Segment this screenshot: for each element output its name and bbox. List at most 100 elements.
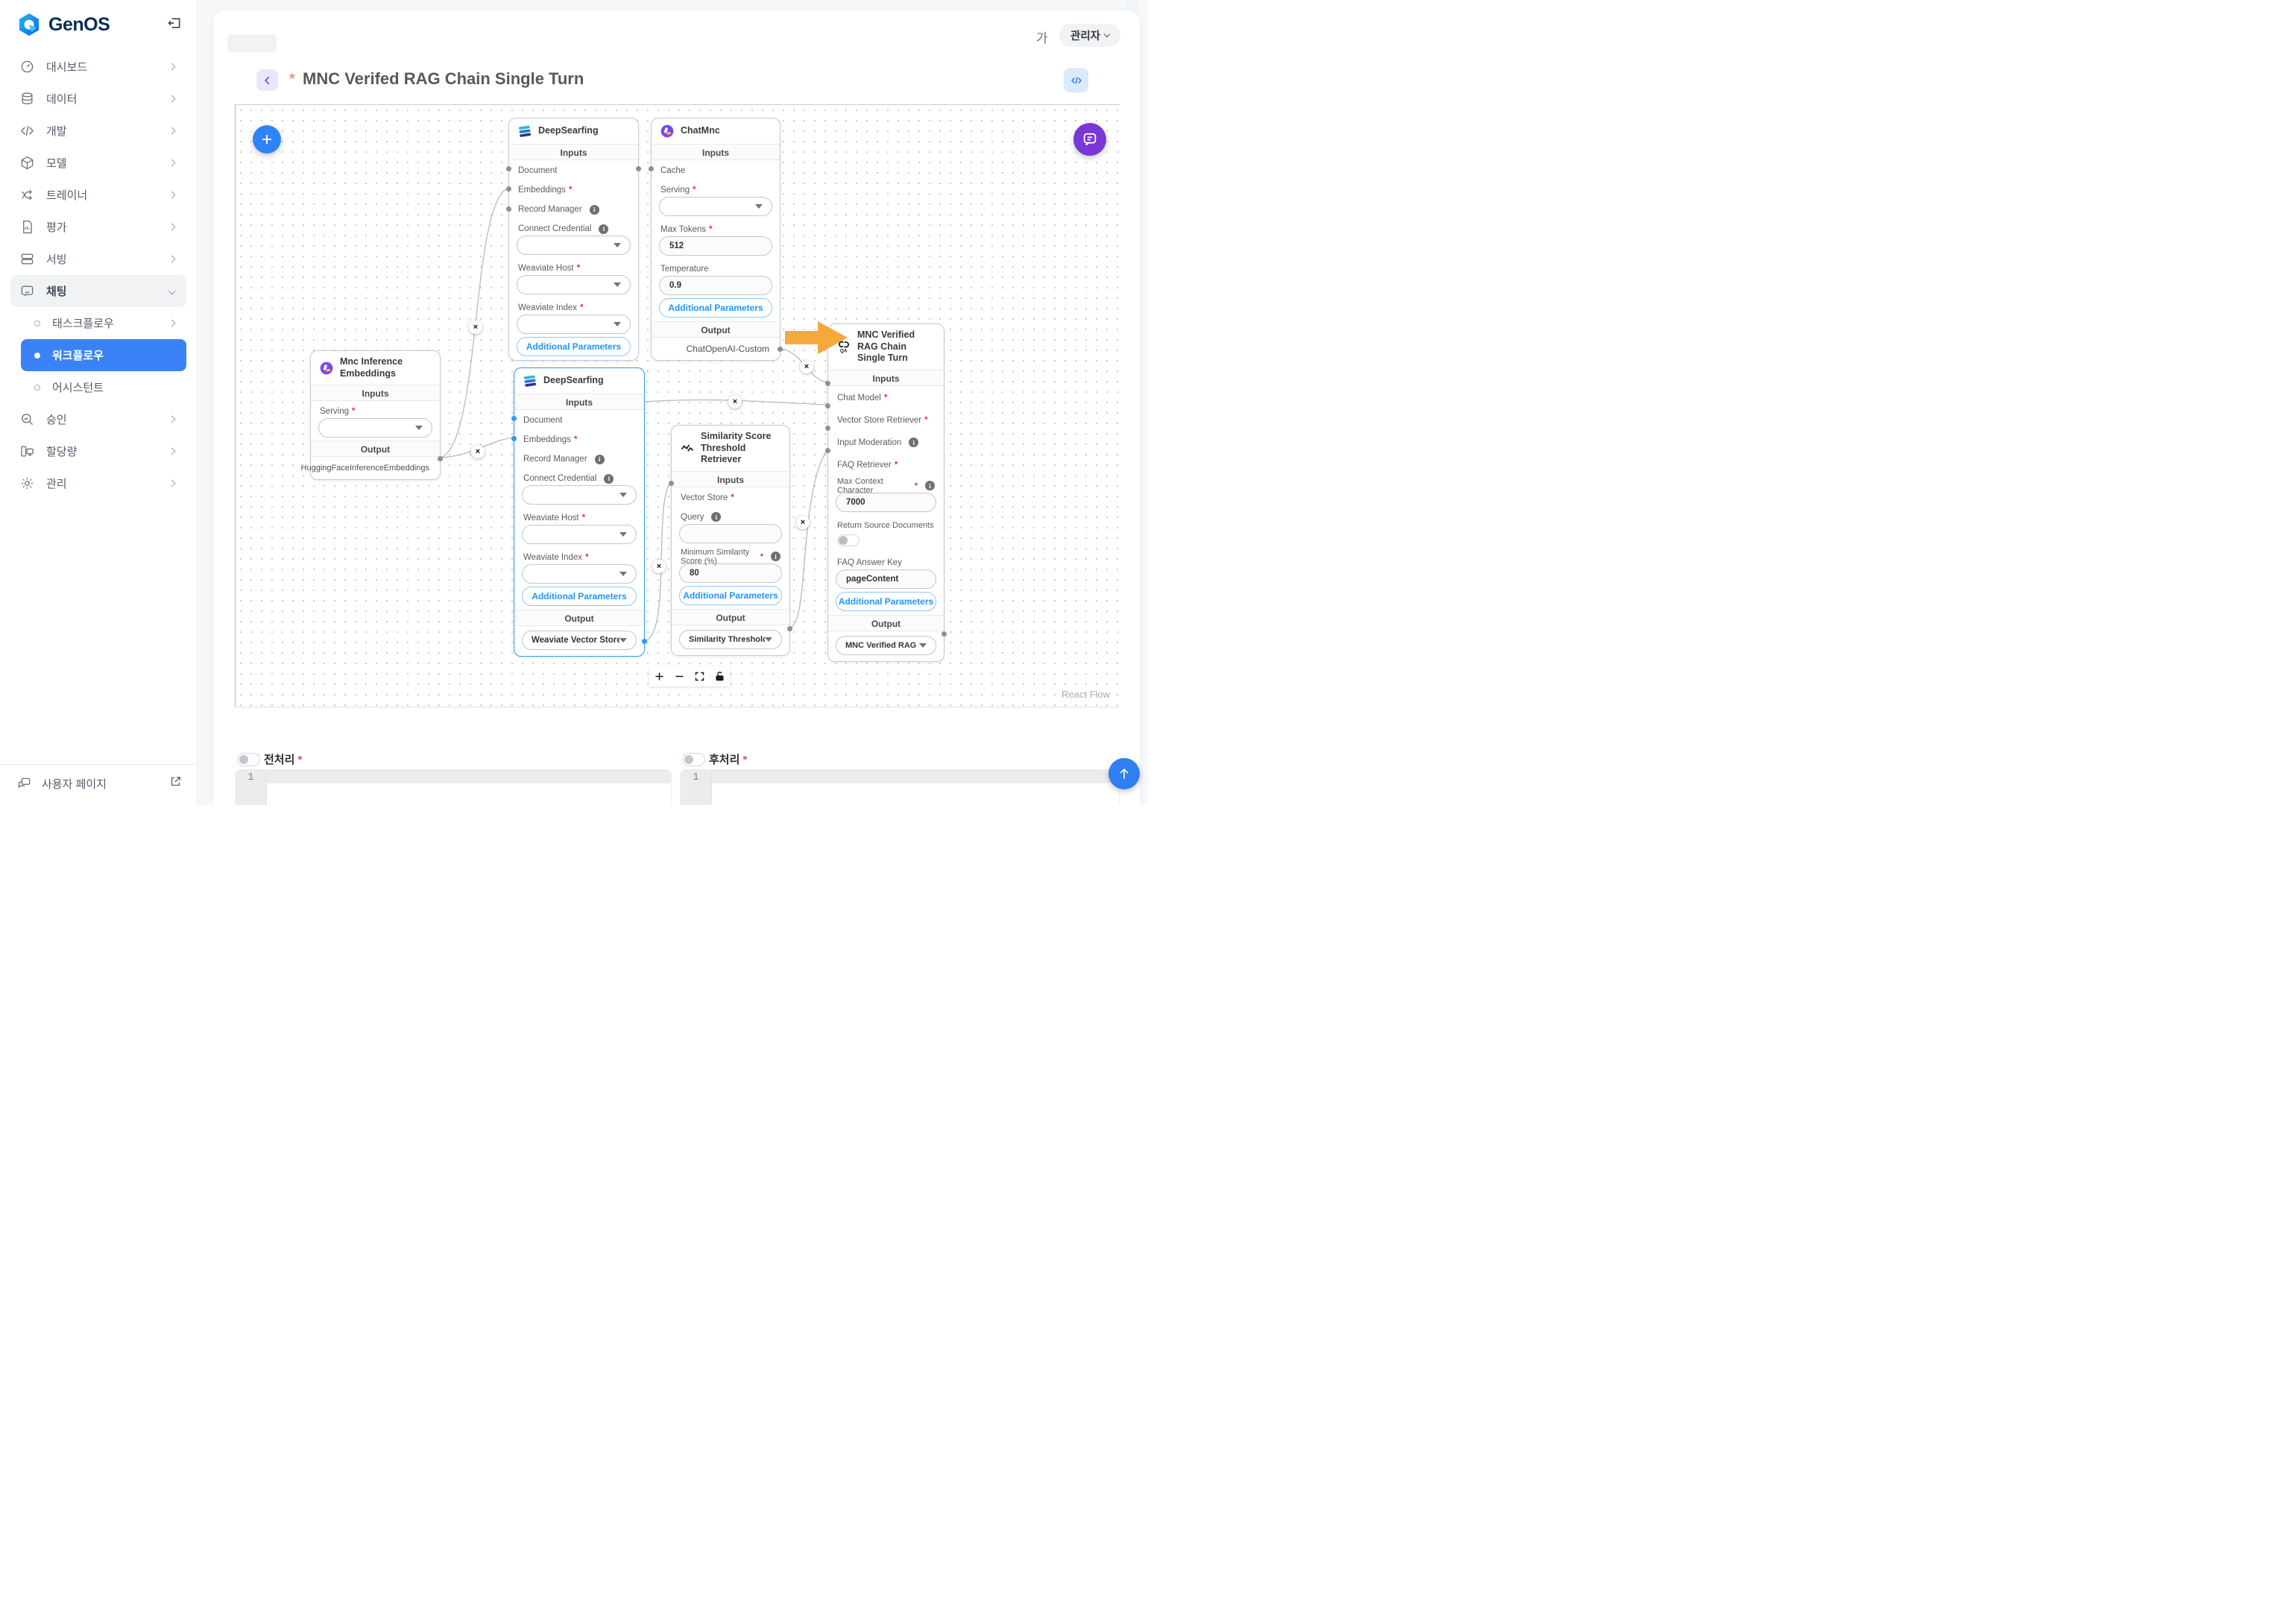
preprocess-toggle[interactable] (237, 753, 260, 766)
sidebar-item-approval[interactable]: 승인 (10, 403, 186, 435)
chevron-down-icon (919, 643, 927, 648)
language-toggle[interactable]: 가 (1036, 31, 1048, 45)
sidebar-item-admin[interactable]: 관리 (10, 467, 186, 499)
output-handle[interactable] (778, 347, 783, 352)
chevron-right-icon (168, 415, 176, 423)
postprocess-code-editor[interactable]: 1 (680, 769, 1120, 805)
bullet-icon (34, 352, 40, 359)
connect-credential-select[interactable] (522, 485, 637, 505)
input-handle[interactable] (825, 403, 830, 408)
preprocess-code-editor[interactable]: 1 (235, 769, 672, 805)
sidebar-item-data[interactable]: 데이터 (10, 83, 186, 115)
lock-button[interactable] (710, 666, 730, 686)
sidebar-item-quota[interactable]: 할당량 (10, 435, 186, 467)
temperature-input[interactable]: 0.9 (659, 276, 772, 295)
weaviate-index-select[interactable] (522, 564, 637, 584)
chat-fab-button[interactable] (1073, 123, 1106, 156)
additional-parameters-button[interactable]: Additional Parameters (517, 337, 631, 356)
output-select[interactable]: Weaviate Vector Store (522, 631, 637, 650)
node-deepsearfing-selected[interactable]: DeepSearfing Inputs Document Embeddings*… (511, 367, 647, 657)
return-source-documents-toggle[interactable] (837, 534, 860, 546)
view-code-button[interactable] (1064, 68, 1088, 92)
weaviate-host-select[interactable] (517, 275, 631, 294)
chevron-down-icon (765, 637, 772, 642)
input-handle[interactable] (511, 436, 517, 441)
output-select[interactable]: MNC Verified RAG Chain Single ... (836, 635, 936, 655)
sidebar-item-serving[interactable]: 서빙 (10, 243, 186, 275)
serving-select[interactable] (318, 418, 432, 438)
output-handle[interactable] (942, 631, 947, 637)
chevron-right-icon (168, 191, 176, 199)
output-handle[interactable] (438, 456, 443, 461)
field-label: Embeddings (518, 186, 566, 195)
zoom-out-button[interactable] (669, 666, 690, 686)
faq-answer-key-input[interactable]: pageContent (836, 569, 936, 589)
input-handle[interactable] (825, 448, 830, 453)
input-handle[interactable] (825, 426, 830, 431)
output-handle[interactable] (642, 639, 647, 644)
edge-delete-button[interactable] (728, 395, 742, 408)
edge[interactable] (789, 449, 828, 628)
chevron-down-icon (619, 638, 627, 643)
sidebar-item-chat[interactable]: 채팅 (10, 275, 186, 307)
sidebar-item-model[interactable]: 모델 (10, 147, 186, 179)
output-handle[interactable] (787, 626, 792, 631)
sidebar-item-dashboard[interactable]: 대시보드 (10, 51, 186, 83)
input-handle[interactable] (506, 206, 511, 212)
devices-icon (19, 444, 34, 459)
sidebar-item-taskflow[interactable]: 태스크플로우 (21, 307, 186, 339)
input-handle[interactable] (669, 481, 674, 486)
input-handle[interactable] (825, 381, 830, 386)
chevron-right-icon (168, 223, 176, 231)
field-label: Weaviate Index (523, 553, 583, 562)
min-similarity-score-input[interactable]: 80 (679, 563, 782, 583)
add-node-button[interactable] (253, 125, 281, 154)
additional-parameters-button[interactable]: Additional Parameters (522, 587, 637, 606)
zoom-in-button[interactable] (649, 666, 669, 686)
postprocess-toggle[interactable] (682, 753, 705, 766)
weaviate-host-select[interactable] (522, 525, 637, 544)
role-dropdown[interactable]: 관리자 (1059, 24, 1120, 47)
node-chatmnc[interactable]: ChatMnc Inputs Cache Serving* Max Tokens… (649, 118, 783, 361)
field-label: Embeddings (523, 435, 571, 444)
edge-delete-button[interactable] (471, 445, 485, 458)
output-handle[interactable] (636, 166, 641, 171)
workflow-canvas[interactable]: DeepSearfing Inputs Document Embeddings*… (235, 105, 1120, 707)
output-select[interactable]: Similarity Threshold Retriever (679, 629, 782, 649)
node-mnc-inference-embeddings[interactable]: Mnc Inference Embeddings Inputs Serving*… (301, 350, 443, 481)
node-header: Mnc Inference Embeddings (311, 351, 440, 385)
edge-delete-button[interactable] (800, 360, 813, 373)
sidebar-item-assistant[interactable]: 어시스턴트 (21, 371, 186, 403)
additional-parameters-button[interactable]: Additional Parameters (679, 585, 782, 605)
additional-parameters-button[interactable]: Additional Parameters (659, 298, 772, 318)
connect-credential-select[interactable] (517, 236, 631, 255)
pointer-arrow (785, 321, 848, 358)
sidebar-item-workflow[interactable]: 워크플로우 (21, 339, 186, 371)
node-header: QA MNC Verified RAG Chain Single Turn (828, 324, 944, 370)
max-context-character-input[interactable]: 7000 (836, 492, 936, 512)
edge-delete-button[interactable] (652, 560, 666, 573)
input-handle[interactable] (511, 416, 517, 421)
serving-select[interactable] (659, 197, 772, 216)
node-similarity-retriever[interactable]: Similarity Score Threshold Retriever Inp… (669, 425, 792, 656)
sidebar-footer-user-page[interactable]: 사용자 페이지 (0, 764, 197, 805)
input-handle[interactable] (649, 166, 654, 171)
node-mnc-rag-chain[interactable]: QA MNC Verified RAG Chain Single Turn In… (825, 323, 947, 662)
weaviate-index-select[interactable] (517, 315, 631, 334)
scroll-to-top-button[interactable] (1108, 758, 1140, 789)
input-handle[interactable] (506, 186, 511, 192)
sidebar-item-develop[interactable]: 개발 (10, 115, 186, 147)
line-number-gutter: 1 (236, 770, 267, 805)
sidebar-item-trainer[interactable]: 트레이너 (10, 179, 186, 211)
edge-delete-button[interactable] (796, 516, 810, 529)
input-handle[interactable] (506, 166, 511, 171)
fit-view-button[interactable] (690, 666, 710, 686)
max-tokens-input[interactable]: 512 (659, 236, 772, 256)
edge-delete-button[interactable] (469, 321, 482, 334)
node-deepsearfing-top[interactable]: DeepSearfing Inputs Document Embeddings*… (506, 118, 641, 361)
sidebar-collapse-icon[interactable] (167, 16, 182, 34)
back-button[interactable] (256, 69, 278, 91)
sidebar-item-evaluation[interactable]: 평가 (10, 211, 186, 243)
query-input[interactable] (679, 523, 782, 543)
additional-parameters-button[interactable]: Additional Parameters (836, 591, 936, 611)
